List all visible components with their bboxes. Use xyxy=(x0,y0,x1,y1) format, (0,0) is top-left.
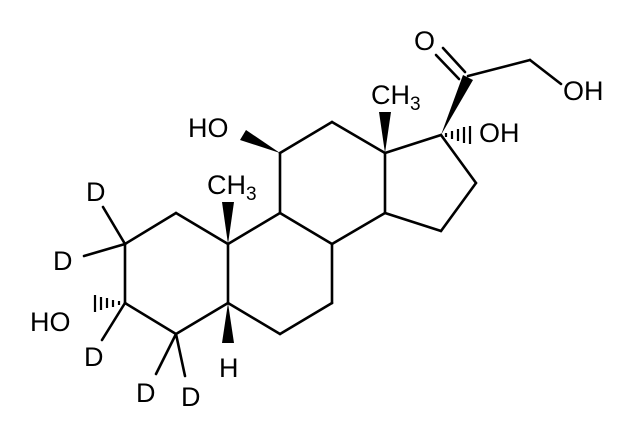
ring-a xyxy=(123,211,230,336)
d-c4-left-label: D xyxy=(136,378,156,408)
c17-oh-hash xyxy=(444,126,472,144)
c3-oh-hash xyxy=(93,295,121,312)
c10-methyl-wedge xyxy=(222,202,234,244)
c5-h-wedge xyxy=(222,303,234,343)
c3-oh-label: HO xyxy=(30,307,71,337)
ring-c xyxy=(278,120,387,246)
c17-c20-wedge xyxy=(441,75,473,135)
d-c2-left-label: D xyxy=(53,246,73,276)
c13-methyl-wedge xyxy=(379,112,391,153)
ring-d xyxy=(383,133,478,233)
c20-oxygen-label: O xyxy=(414,26,435,56)
c11-oh-wedge xyxy=(240,130,280,153)
c5-h-label: H xyxy=(219,353,239,383)
c21-oh-label: OH xyxy=(563,76,604,106)
d-c3-label: D xyxy=(84,342,104,372)
ring-b xyxy=(226,211,334,336)
d-c4-right-label: D xyxy=(181,382,201,412)
c11-oh-label: HO xyxy=(188,113,229,143)
deuterium-bonds xyxy=(82,205,187,378)
c17-oh-label: OH xyxy=(479,118,520,148)
side-chain xyxy=(434,46,563,86)
d-c2-upper-label: D xyxy=(86,177,106,207)
c10-methyl-label: CH3 xyxy=(207,170,257,205)
c13-methyl-label: CH3 xyxy=(371,80,421,115)
